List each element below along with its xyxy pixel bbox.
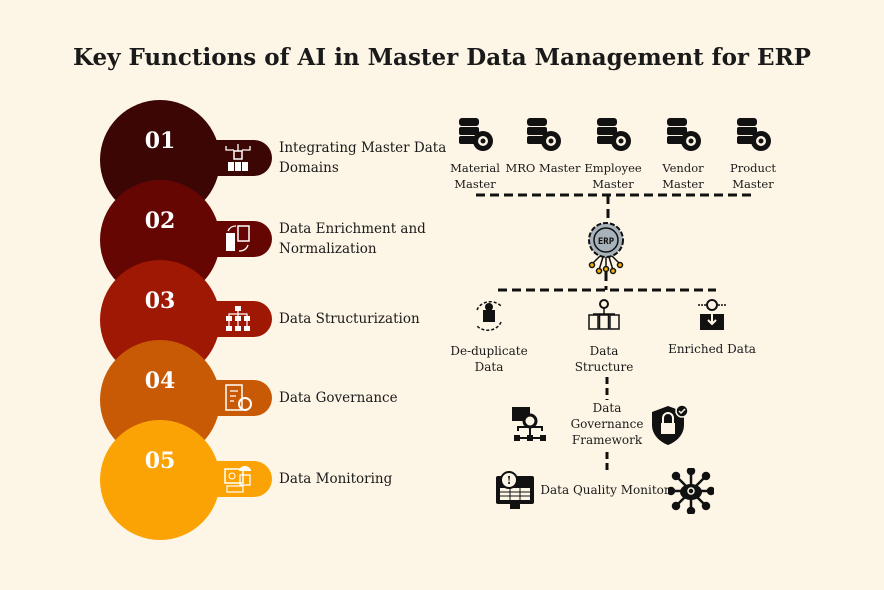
governance-document-icon xyxy=(222,382,254,414)
step-05-circle xyxy=(100,420,220,540)
master-label: Material Master xyxy=(450,161,500,191)
step-number: 01 xyxy=(144,128,176,154)
database-gear-icon xyxy=(457,116,495,156)
enriched-data-icon xyxy=(694,298,730,338)
database-gear-icon xyxy=(735,116,773,156)
output-label: De-duplicate Data xyxy=(450,344,528,374)
workflow-settings-icon xyxy=(512,407,546,441)
data-quality-monitor-label: Data Quality Monitor xyxy=(540,483,670,497)
governance-framework-label: Data Governance Framework xyxy=(570,401,644,447)
master-label: Vendor Master xyxy=(662,161,704,191)
shield-lock-icon xyxy=(652,404,689,445)
cloud-network-icon xyxy=(668,468,714,514)
output-label: Data Structure xyxy=(574,344,634,374)
step-number: 04 xyxy=(144,368,176,394)
master-label: Employee Master xyxy=(584,161,642,191)
step-05-tab xyxy=(205,461,272,497)
hierarchy-icon xyxy=(222,303,254,335)
erp-label: ERP xyxy=(598,237,615,247)
monitor-alert-icon: ! xyxy=(496,471,534,509)
document-sync-icon xyxy=(222,223,254,255)
page-title: Key Functions of AI in Master Data Manag… xyxy=(73,44,811,71)
step-label: Data Governance xyxy=(279,390,398,406)
data-integration-icon xyxy=(222,142,254,174)
erp-gear-icon: ERP xyxy=(588,222,624,275)
svg-text:!: ! xyxy=(507,474,512,487)
master-label: Product Master xyxy=(730,161,776,191)
step-label: Data Monitoring xyxy=(279,471,393,487)
database-gear-icon xyxy=(525,116,563,156)
database-gear-icon xyxy=(595,116,633,156)
step-label: Data Structurization xyxy=(279,311,420,327)
output-label: Enriched Data xyxy=(668,342,756,356)
step-number: 02 xyxy=(144,208,176,234)
step-label: Integrating Master Data Domains xyxy=(279,140,447,176)
step-number: 05 xyxy=(144,448,176,474)
deduplicate-icon xyxy=(471,298,507,338)
data-structure-icon xyxy=(586,298,622,338)
step-number: 03 xyxy=(144,288,176,314)
step-label: Data Enrichment and Normalization xyxy=(279,221,426,257)
database-gear-icon xyxy=(665,116,703,156)
monitoring-computer-icon xyxy=(222,463,254,495)
master-label: MRO Master xyxy=(505,161,581,175)
